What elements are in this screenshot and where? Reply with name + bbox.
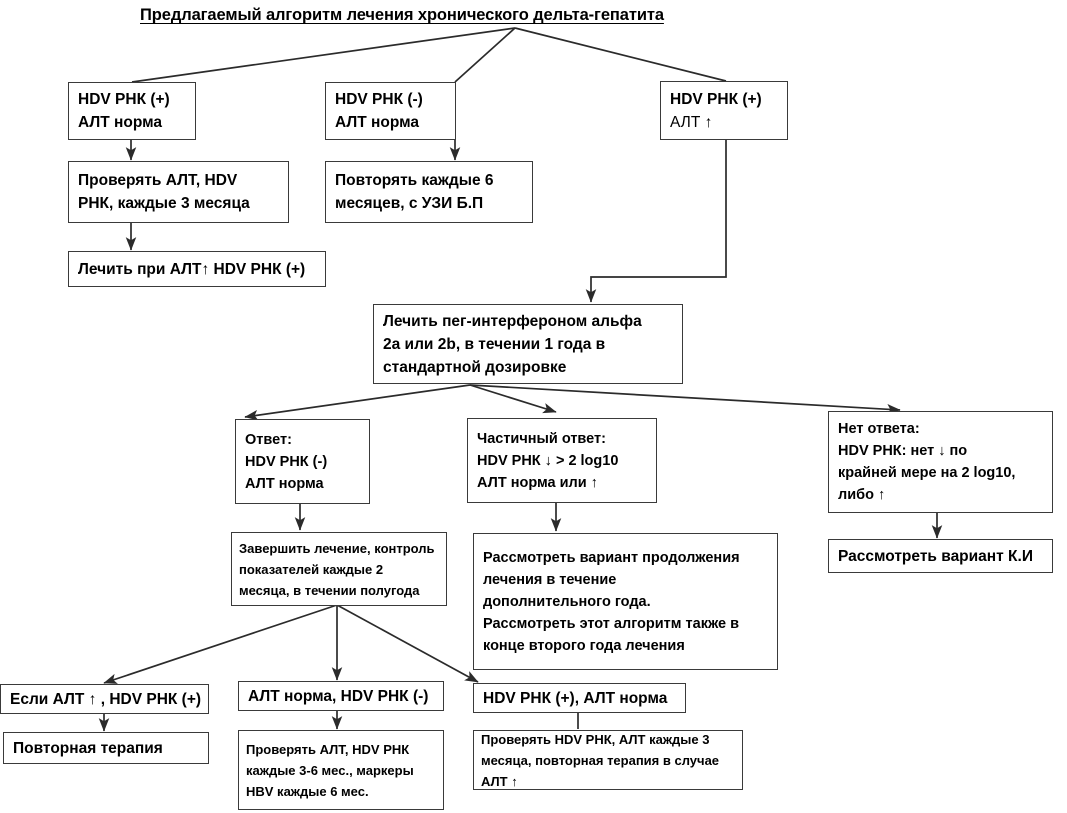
page-title: Предлагаемый алгоритм лечения хроническо… [140,6,664,24]
node-no-response[interactable]: Нет ответа: HDV РНК: нет ↓ по крайней ме… [828,411,1053,513]
node-line: Проверять HDV РНК, АЛТ каждые 3 [481,731,710,747]
node-line: либо ↑ [838,487,886,503]
node-consider-continue[interactable]: Рассмотреть вариант продолжения лечения … [473,533,778,670]
node-line: месяца, повторная терапия в случае [481,752,720,768]
node-line: крайней мере на 2 log10, [838,465,1016,481]
node-line: лечения в течение [483,571,617,588]
node-line: HDV РНК ↓ > 2 log10 [477,452,619,469]
node-line: Проверять АЛТ, HDV РНК [246,741,410,757]
node-hdv-pos-alt-norm-bottom[interactable]: HDV РНК (+), АЛТ норма [473,683,686,713]
node-line: Проверять АЛТ, HDV [78,172,238,189]
node-line: Лечить пег-интерфероном альфа [383,312,642,330]
node-line: HDV РНК: нет ↓ по [838,443,968,459]
node-line: АЛТ норма или ↑ [477,474,598,491]
node-line: HDV РНК (-) [335,91,423,108]
node-line: Нет ответа: [838,421,920,437]
node-consider-ki[interactable]: Рассмотреть вариант К.И [828,539,1053,573]
node-line: АЛТ норма, HDV РНК (-) [248,687,429,705]
node-line: 2a или 2b, в течении 1 года в [383,335,606,353]
node-line: HDV РНК (+) [78,91,170,108]
node-check-alt-hdv-36m[interactable]: Проверять АЛТ, HDV РНК каждые 3-6 мес., … [238,730,444,810]
node-hdv-neg-alt-norm[interactable]: HDV РНК (-) АЛТ норма [325,82,456,140]
node-repeat-therapy[interactable]: Повторная терапия [3,732,209,764]
node-line: Лечить при АЛТ↑ HDV РНК (+) [78,260,306,278]
node-treat-when-alt-up[interactable]: Лечить при АЛТ↑ HDV РНК (+) [68,251,326,287]
node-line: АЛТ ↑ [481,773,518,789]
node-line: стандартной дозировке [383,358,567,376]
node-line: Рассмотреть вариант К.И [838,547,1033,565]
node-line: Если АЛТ ↑ , HDV РНК (+) [10,690,202,708]
node-response[interactable]: Ответ: HDV РНК (-) АЛТ норма [235,419,370,504]
node-line: каждые 3-6 мес., маркеры [246,762,414,778]
node-line: АЛТ норма [245,475,324,492]
node-if-alt-up-hdv-pos[interactable]: Если АЛТ ↑ , HDV РНК (+) [0,684,209,714]
node-line: Повторная терапия [13,739,163,757]
node-partial-response[interactable]: Частичный ответ: HDV РНК ↓ > 2 log10 АЛТ… [467,418,657,503]
node-check-alt-hdv-3m[interactable]: Проверять АЛТ, HDV РНК, каждые 3 месяца [68,161,289,223]
node-line: HBV каждые 6 мес. [246,783,369,799]
node-alt-norm-hdv-neg[interactable]: АЛТ норма, HDV РНК (-) [238,681,444,711]
node-hdv-pos-alt-up[interactable]: HDV РНК (+) АЛТ ↑ [660,81,788,140]
node-line: АЛТ норма [78,114,163,131]
node-line: Рассмотреть вариант продолжения [483,549,740,566]
node-line: месяца, в течении полугода [239,582,420,598]
node-line: HDV РНК (-) [245,453,328,470]
node-check-hdv-alt-3m[interactable]: Проверять HDV РНК, АЛТ каждые 3 месяца, … [473,730,743,790]
node-line: Ответ: [245,431,292,448]
node-line: показателей каждые 2 [239,561,384,577]
node-line: РНК, каждые 3 месяца [78,195,250,212]
node-line: Частичный ответ: [477,430,606,447]
node-line: Повторять каждые 6 [335,172,494,189]
node-line: HDV РНК (+) [670,90,762,108]
node-line: конце второго года лечения [483,637,685,654]
node-peg-interferon[interactable]: Лечить пег-интерфероном альфа 2a или 2b,… [373,304,683,384]
node-line: Завершить лечение, контроль [239,540,435,556]
node-line: HDV РНК (+), АЛТ норма [483,689,668,707]
node-line: АЛТ ↑ [670,113,713,131]
node-line: дополнительного года. [483,593,651,610]
node-repeat-6m-uzi[interactable]: Повторять каждые 6 месяцев, с УЗИ Б.П [325,161,533,223]
node-finish-treatment[interactable]: Завершить лечение, контроль показателей … [231,532,447,606]
node-line: АЛТ норма [335,114,420,131]
node-hdv-pos-alt-norm[interactable]: HDV РНК (+) АЛТ норма [68,82,196,140]
node-line: Рассмотреть этот алгоритм также в [483,615,740,632]
node-line: месяцев, с УЗИ Б.П [335,195,484,212]
